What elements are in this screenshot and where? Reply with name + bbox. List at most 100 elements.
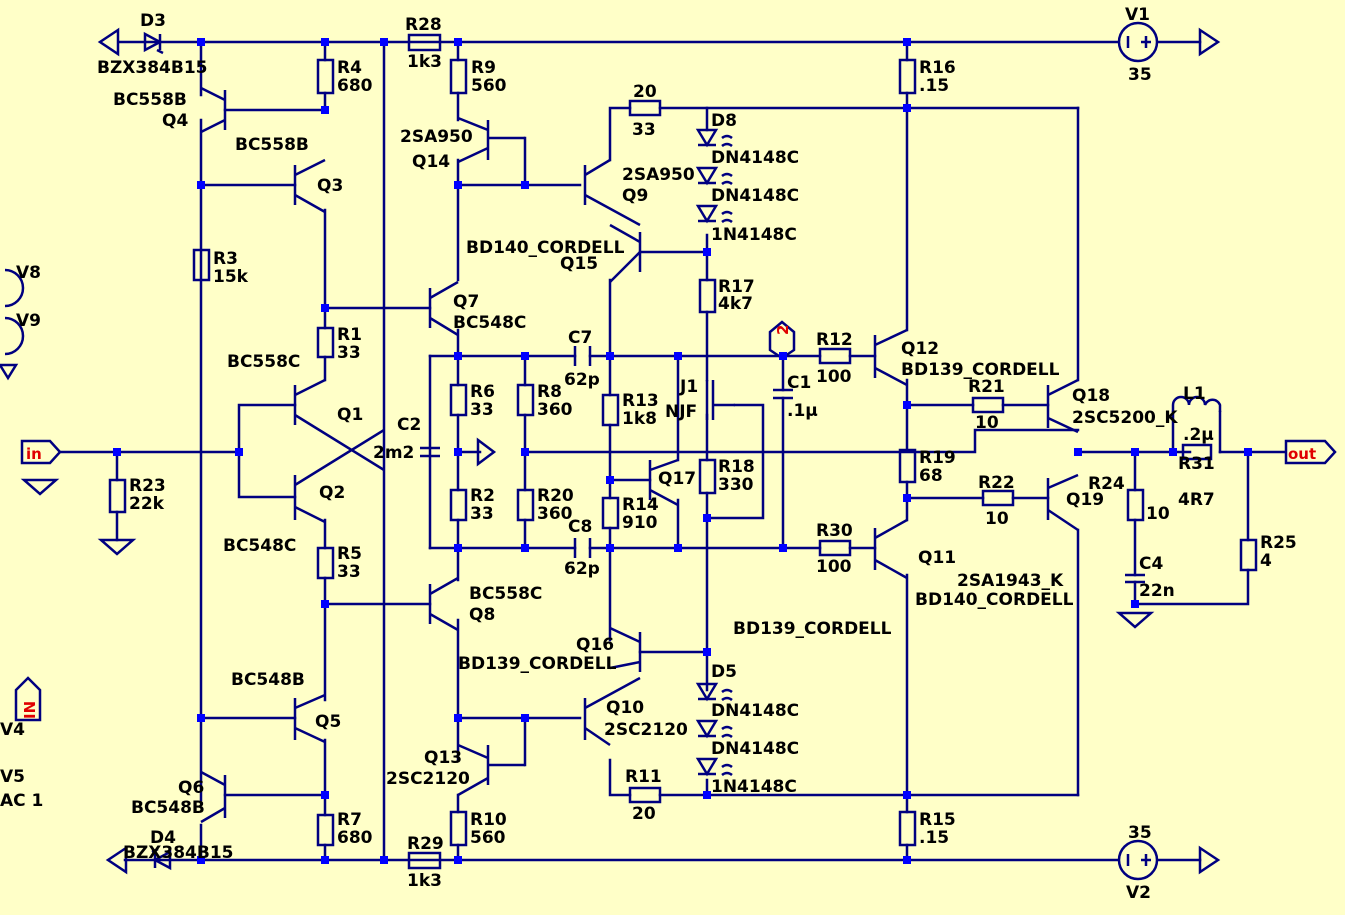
label-c7: C7 [568, 328, 592, 348]
label-r29: R29 [407, 834, 444, 854]
junction-dot [1074, 448, 1082, 456]
label-r21-value: 10 [975, 413, 999, 433]
label-v8: V8 [16, 263, 41, 283]
label-r10: R10 [470, 810, 507, 830]
junction-dot [674, 352, 682, 360]
junction-dot [703, 248, 711, 256]
label-c8-value: 62p [564, 559, 600, 579]
label-33-top: 33 [632, 120, 656, 140]
junction-dot [779, 544, 787, 552]
label-bc558b-q4: BC558B [113, 90, 187, 110]
junction-dot [321, 304, 329, 312]
label-l1-value: .2µ [1183, 425, 1214, 445]
label-c8: C8 [568, 517, 592, 537]
label-r28: R28 [405, 15, 442, 35]
label-q6: Q6 [178, 778, 204, 798]
label-v2-value: 35 [1128, 823, 1152, 843]
label-2sc2120-q13: 2SC2120 [386, 769, 470, 789]
label-r1-value: 33 [337, 343, 361, 363]
label-r18: R18 [718, 457, 755, 477]
label-2sa950-q9: 2SA950 [622, 165, 695, 185]
label-q10: Q10 [606, 698, 644, 718]
label-r8: R8 [537, 382, 562, 402]
label-r5: R5 [337, 544, 362, 564]
label-r31: R31 [1178, 454, 1215, 474]
label-2sc2120-q10: 2SC2120 [604, 720, 688, 740]
label-bc548c-q7: BC548C [453, 313, 526, 333]
junction-dot [113, 448, 121, 456]
label-r9: R9 [471, 58, 496, 78]
label-r12: R12 [816, 330, 853, 350]
label-r20: R20 [537, 486, 574, 506]
label-r16: R16 [919, 58, 956, 78]
junction-dot [606, 476, 614, 484]
label-q3: Q3 [317, 176, 343, 196]
label-r6-value: 33 [470, 400, 494, 420]
label-r1: R1 [337, 325, 362, 345]
label-v1: V1 [1125, 5, 1150, 25]
label-q15: Q15 [560, 254, 598, 274]
junction-dot [1131, 600, 1139, 608]
label-q7: Q7 [453, 292, 479, 312]
label-r13: R13 [622, 391, 659, 411]
label-j1: J1 [679, 377, 698, 397]
junction-dot [321, 38, 329, 46]
junction-dot [703, 514, 711, 522]
label-dn4148c-4: DN4148C [711, 739, 799, 759]
label-1n4148c-4: 1N4148C [711, 777, 797, 797]
label-bd139-q16: BD139_CORDELL [458, 654, 617, 674]
label-v4: V4 [0, 720, 25, 740]
label-q4: Q4 [162, 111, 188, 131]
junction-dot [197, 38, 205, 46]
label-r17-value: 4k7 [718, 294, 753, 314]
label-r7: R7 [337, 810, 362, 830]
junction-dot [521, 544, 529, 552]
label-dn4148c-3: DN4148C [711, 701, 799, 721]
label-q13: Q13 [424, 748, 462, 768]
label-njf: NJF [665, 402, 697, 422]
label-r7-value: 680 [337, 828, 373, 848]
label-r15-value: .15 [919, 828, 949, 848]
junction-dot [454, 38, 462, 46]
junction-dot [454, 856, 462, 864]
junction-dot [903, 791, 911, 799]
label-r5-value: 33 [337, 562, 361, 582]
label-q2: Q2 [319, 483, 345, 503]
label-r11-value: 20 [632, 804, 656, 824]
label-bd140-q15: BD140_CORDELL [466, 238, 625, 258]
net-label-2: 2 [774, 325, 792, 335]
label-c7-value: 62p [564, 370, 600, 390]
label-c1: C1 [787, 373, 811, 393]
junction-dot [903, 856, 911, 864]
junction-dot [703, 648, 711, 656]
label-r19-value: 68 [919, 466, 943, 486]
label-v5: V5 [0, 767, 25, 787]
label-v1-value: 35 [1128, 65, 1152, 85]
junction-dot [903, 38, 911, 46]
junction-dot [380, 856, 388, 864]
junction-dot [521, 352, 529, 360]
label-q16: Q16 [576, 635, 614, 655]
label-r29-value: 1k3 [407, 871, 442, 891]
labels: D3 BZX384B15 R28 1k3 V1 35 R4 680 R9 560… [0, 5, 1316, 903]
net-label-IN: IN [21, 701, 39, 719]
junction-dot [606, 544, 614, 552]
label-r19: R19 [919, 448, 956, 468]
label-q12: Q12 [901, 339, 939, 359]
label-r28-value: 1k3 [407, 52, 442, 72]
label-q19: Q19 [1066, 490, 1104, 510]
label-r15: R15 [919, 810, 956, 830]
label-r21: R21 [968, 377, 1005, 397]
label-d4: D4 [150, 828, 176, 848]
junction-dot [903, 401, 911, 409]
label-bzx384b15-top: BZX384B15 [97, 58, 208, 78]
junction-dot [454, 448, 462, 456]
label-d3: D3 [140, 11, 166, 31]
label-r24-value: 10 [1146, 504, 1170, 524]
label-ac1: AC 1 [0, 791, 43, 811]
label-r31-value: 4R7 [1178, 490, 1215, 510]
label-r4: R4 [337, 58, 362, 78]
junction-dot [197, 714, 205, 722]
label-r30-value: 100 [816, 557, 852, 577]
label-q5: Q5 [315, 712, 341, 732]
